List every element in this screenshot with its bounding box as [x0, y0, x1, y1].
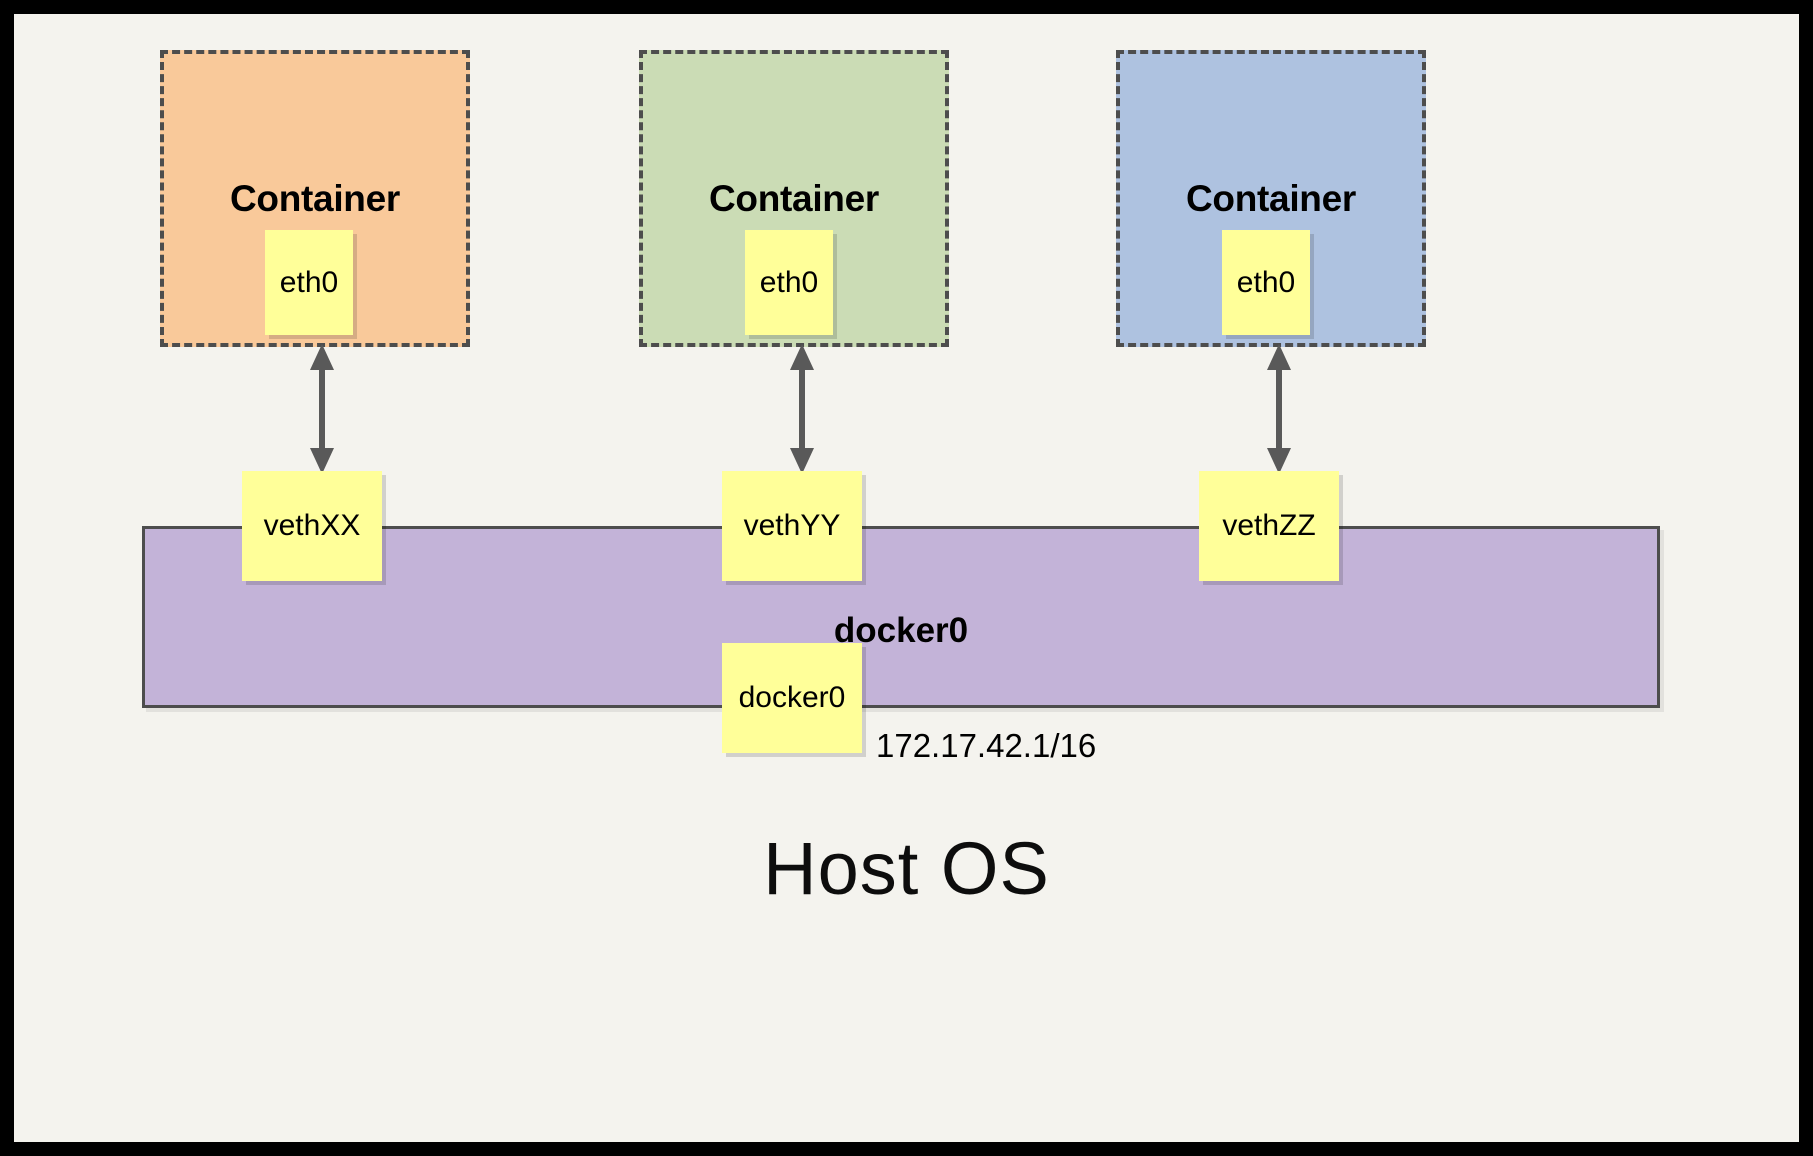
- docker0-host-interface: docker0: [722, 643, 862, 753]
- eth0-interface-1: eth0: [265, 230, 353, 335]
- container-title-2: Container: [709, 178, 879, 219]
- docker0-bridge-label: docker0: [833, 611, 969, 650]
- veth-link-arrow-1: [309, 344, 335, 474]
- container-title-3: Container: [1186, 178, 1356, 219]
- eth0-interface-3: eth0: [1222, 230, 1310, 335]
- veth-interface-2: vethYY: [722, 471, 862, 581]
- host-os-label: Host OS: [763, 827, 1050, 910]
- container-title-1: Container: [230, 178, 400, 219]
- veth-link-arrow-3: [1266, 344, 1292, 474]
- veth-interface-1: vethXX: [242, 471, 382, 581]
- veth-interface-3: vethZZ: [1199, 471, 1339, 581]
- docker0-ip-address: 172.17.42.1/16: [876, 727, 1097, 764]
- veth-link-arrow-2: [789, 344, 815, 474]
- eth0-interface-2: eth0: [745, 230, 833, 335]
- diagram-stage: docker0 Container Container Container et…: [14, 14, 1799, 1142]
